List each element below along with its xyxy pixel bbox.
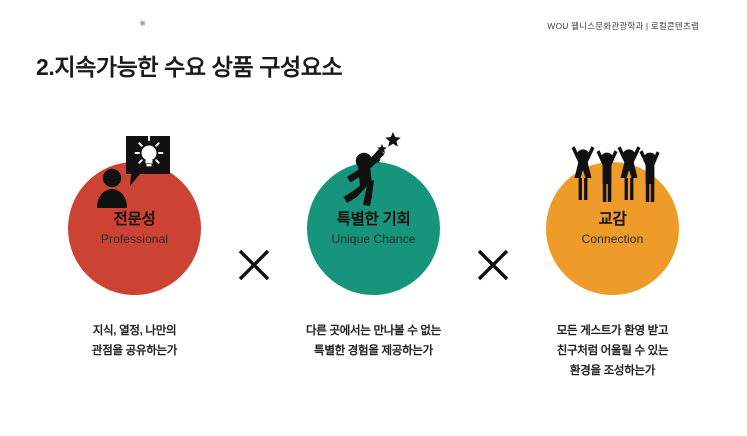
circle-title-en: Professional xyxy=(100,231,169,246)
caption-professional: 지식, 열정, 나만의 관점을 공유하는가 xyxy=(92,321,177,361)
multiply-x-separator-1 xyxy=(227,248,281,282)
person-with-idea-bubble-icon xyxy=(42,130,227,208)
circle-title-en: Unique Chance xyxy=(331,231,416,246)
caption-line: 지식, 열정, 나만의 xyxy=(92,325,177,337)
circle-title-ko: 전문성 xyxy=(113,211,156,229)
caption-line: 환경을 조성하는가 xyxy=(569,365,656,378)
pillar-connection[interactable]: 교감 Connection 모든 게스트가 환영 받고 친구처럼 어울릴 수 있… xyxy=(520,130,705,381)
pillar-professional[interactable]: 전문성 Professional 지식, 열정, 나만의 관점을 공유하는가 xyxy=(42,130,227,361)
caption-line: 특별한 경험을 제공하는가 xyxy=(314,345,433,358)
caption-line: 다른 곳에서는 만나볼 수 없는 xyxy=(306,325,441,337)
header-meta-label: WOU 웰니스문화관광학과 | 로컬콘텐츠랩 xyxy=(547,21,699,31)
caption-connection: 모든 게스트가 환영 받고 친구처럼 어울릴 수 있는 환경을 조성하는가 xyxy=(556,321,669,381)
caption-line: 친구처럼 어울릴 수 있는 xyxy=(556,345,669,358)
page-title: 2.지속가능한 수요 상품 구성요소 xyxy=(36,54,343,80)
caption-line: 모든 게스트가 환영 받고 xyxy=(556,325,669,337)
circle-connection: 교감 Connection xyxy=(546,162,679,295)
circle-unique-chance: 특별한 기회 Unique Chance xyxy=(307,162,440,295)
caption-line: 관점을 공유하는가 xyxy=(91,345,178,358)
group-of-people-cheering-icon xyxy=(520,130,705,208)
pillar-unique-chance[interactable]: 특별한 기회 Unique Chance 다른 곳에서는 만나볼 수 없는 특별… xyxy=(281,130,466,361)
caption-unique-chance: 다른 곳에서는 만나볼 수 없는 특별한 경험을 제공하는가 xyxy=(306,321,441,361)
multiply-x-separator-2 xyxy=(466,248,520,282)
circle-professional: 전문성 Professional xyxy=(68,162,201,295)
person-reaching-for-stars-icon xyxy=(281,130,466,208)
pillars-row: 전문성 Professional 지식, 열정, 나만의 관점을 공유하는가 xyxy=(0,130,747,410)
circle-title-en: Connection xyxy=(581,231,644,246)
circle-title-ko: 교감 xyxy=(598,211,627,229)
text-cursor-icon: ⁕ xyxy=(138,18,148,30)
circle-title-ko: 특별한 기회 xyxy=(336,211,411,229)
